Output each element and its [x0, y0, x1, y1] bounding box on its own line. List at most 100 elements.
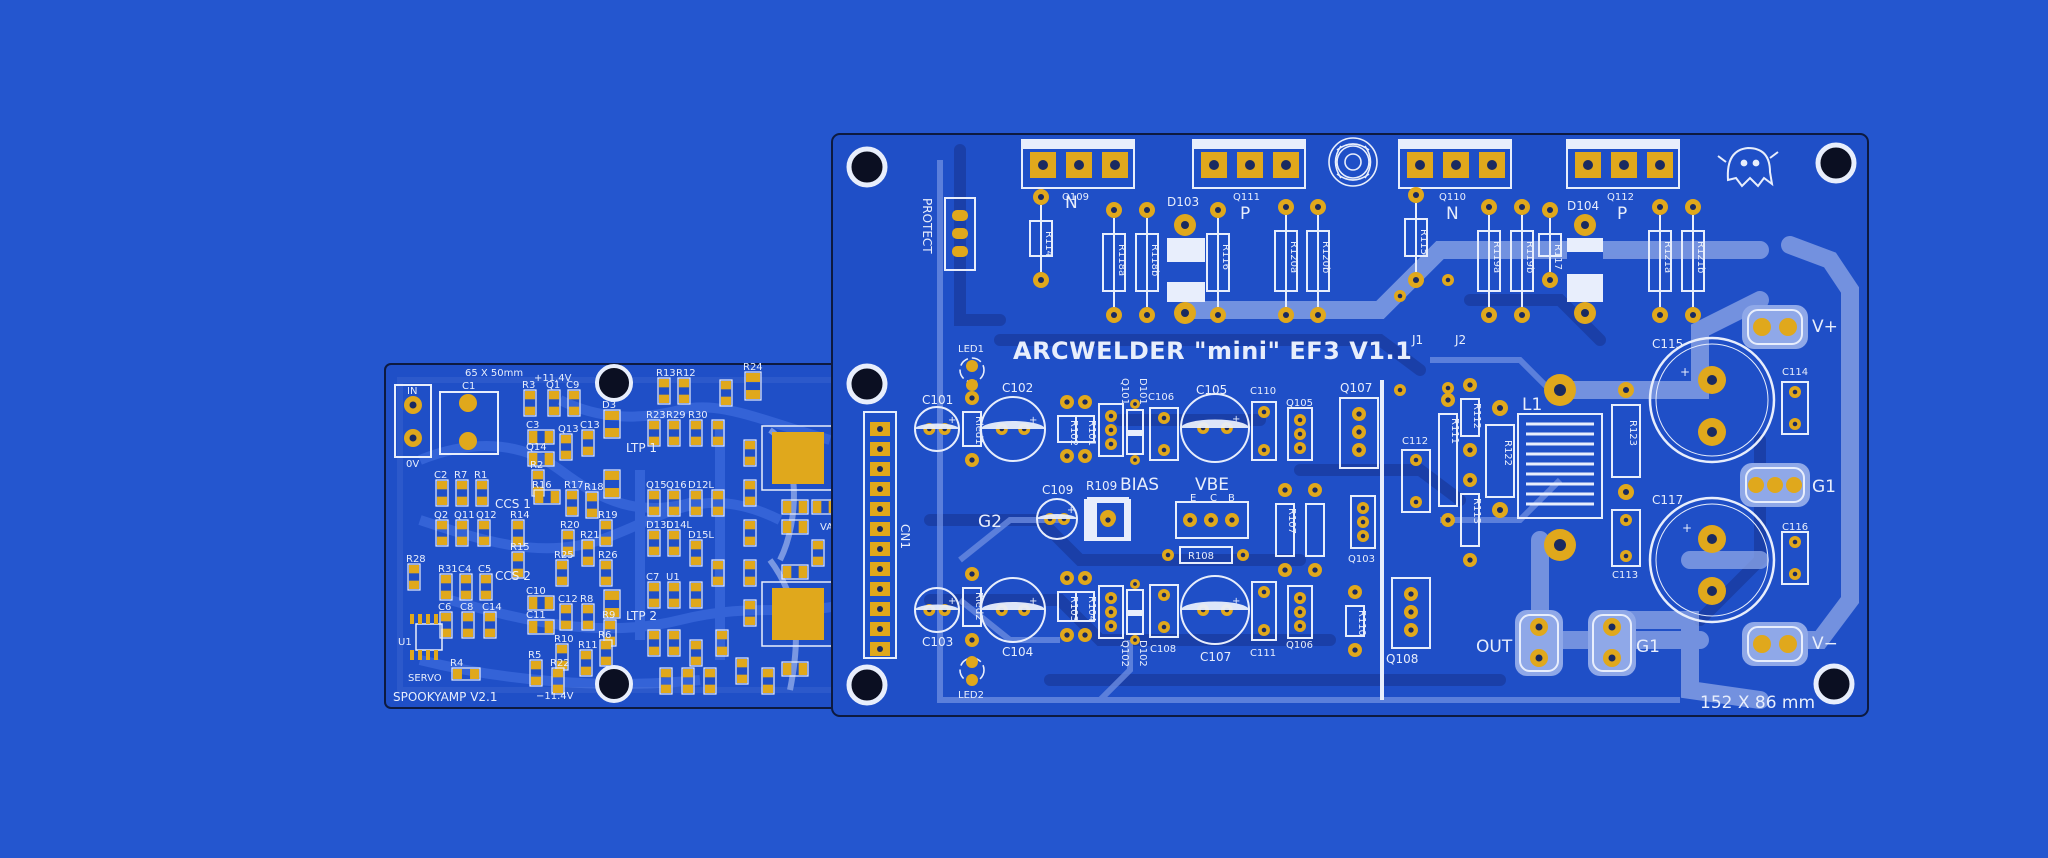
c115-cap: + C115 — [1648, 336, 1776, 464]
resistor-label: R110 — [1356, 610, 1367, 636]
smd-refdes: U1 — [666, 572, 680, 583]
drill-hole — [1445, 277, 1451, 283]
smd-refdes: R9 — [602, 610, 615, 621]
drill-hole — [1037, 276, 1045, 284]
smd-pad — [661, 684, 671, 693]
resistor-label: R107 — [1286, 508, 1297, 534]
smd-refdes: Q12 — [476, 510, 497, 521]
smd-pad — [581, 651, 591, 660]
transistor-label: Q103 — [1348, 554, 1375, 565]
smd-refdes: C3 — [526, 420, 539, 431]
polarity-mark: + — [1067, 505, 1075, 516]
smd-refdes: R11 — [578, 640, 598, 651]
smd-pad — [649, 631, 659, 640]
component-outline — [962, 411, 982, 447]
smd-refdes: R25 — [554, 550, 574, 561]
smd-pad — [721, 381, 731, 390]
drill-hole — [1689, 203, 1697, 211]
smd-pad — [705, 669, 715, 678]
drill-hole — [1352, 647, 1358, 653]
smd-pad — [525, 391, 535, 400]
smd-outline — [477, 519, 491, 547]
main-board-title: ARCWELDER "mini" EF3 V1.1 — [1013, 337, 1412, 365]
smd-refdes: Q11 — [454, 510, 475, 521]
out-terminal — [1515, 610, 1563, 676]
resistor-label: R118a — [1116, 244, 1127, 276]
smd-pad — [601, 656, 611, 665]
u1-label: U1 — [398, 637, 412, 648]
smd-refdes: C13 — [580, 420, 600, 431]
smd-outline — [511, 551, 525, 579]
smd-pad — [605, 636, 615, 645]
drill-hole — [1108, 441, 1114, 447]
smd-outline — [551, 667, 565, 695]
smd-pad — [745, 441, 755, 450]
transistor-label: Q112 — [1607, 192, 1634, 203]
drill-hole — [1360, 533, 1366, 539]
capacitor-stripe — [1181, 419, 1249, 428]
ic-pin — [426, 614, 430, 624]
smd-pad — [669, 436, 679, 445]
smd-refdes: C7 — [646, 572, 659, 583]
drill-hole — [1451, 160, 1461, 170]
drill-hole — [1165, 552, 1171, 558]
smd-outline — [581, 539, 595, 567]
drill-hole — [877, 646, 883, 652]
smd-pad — [479, 536, 489, 545]
smd-pad — [457, 521, 467, 530]
smd-refdes: R6 — [598, 630, 611, 641]
smd-refdes: Q15 — [646, 480, 667, 491]
smd-pad — [531, 661, 541, 670]
smd-pad — [721, 396, 731, 405]
smd-outline — [483, 611, 497, 639]
smd-refdes: Q2 — [434, 510, 448, 521]
component-outline — [1345, 605, 1365, 637]
smd-refdes: D15L — [688, 530, 714, 541]
smd-pad — [813, 501, 822, 513]
smd-pad — [557, 561, 567, 570]
smd-pad — [470, 669, 479, 679]
drill-hole — [969, 637, 975, 643]
smd-outline — [744, 371, 762, 401]
resistor-label: R121b — [1695, 241, 1706, 273]
drill-hole — [1082, 399, 1088, 405]
smd-pad — [461, 590, 471, 599]
smd-refdes: D14L — [666, 520, 692, 531]
component-outline — [1251, 401, 1277, 461]
smd-pad — [409, 580, 419, 589]
resistor-label: R114 — [1043, 231, 1054, 257]
drill-hole — [1074, 160, 1084, 170]
drill-hole — [1356, 447, 1362, 453]
g1b-label: G1 — [1636, 637, 1660, 657]
smd-outline — [533, 489, 561, 505]
drill-hole — [877, 546, 883, 552]
smd-pad — [649, 646, 659, 655]
j1-label: J1 — [1411, 333, 1423, 347]
smd-refdes: R8 — [580, 594, 593, 605]
transistor-tab — [1399, 140, 1511, 149]
smd-outline — [811, 539, 825, 567]
resistor-label: R102 — [1068, 420, 1079, 446]
smd-pad — [463, 628, 473, 637]
smd-outline — [455, 519, 469, 547]
smd-pad — [713, 491, 723, 500]
drill-hole — [877, 426, 883, 432]
smd-pad — [669, 598, 679, 607]
transistor-tab — [1022, 140, 1134, 149]
smd-pad — [798, 501, 807, 513]
smd-outline — [667, 419, 681, 447]
smd-pad — [544, 453, 553, 465]
smd-refdes: C4 — [458, 564, 471, 575]
drill-hole — [1161, 592, 1167, 598]
component-outline — [1781, 531, 1809, 585]
component-outline — [1438, 413, 1458, 507]
small-board-title: SPOOKYAMP V2.1 — [393, 690, 498, 704]
smd-outline — [781, 661, 809, 677]
drill-hole — [1282, 203, 1290, 211]
component-outline — [1179, 546, 1233, 564]
smd-pad — [529, 597, 538, 609]
smd-refdes: R19 — [598, 510, 618, 521]
smd-pad — [549, 391, 559, 400]
smd-pad — [746, 373, 760, 382]
